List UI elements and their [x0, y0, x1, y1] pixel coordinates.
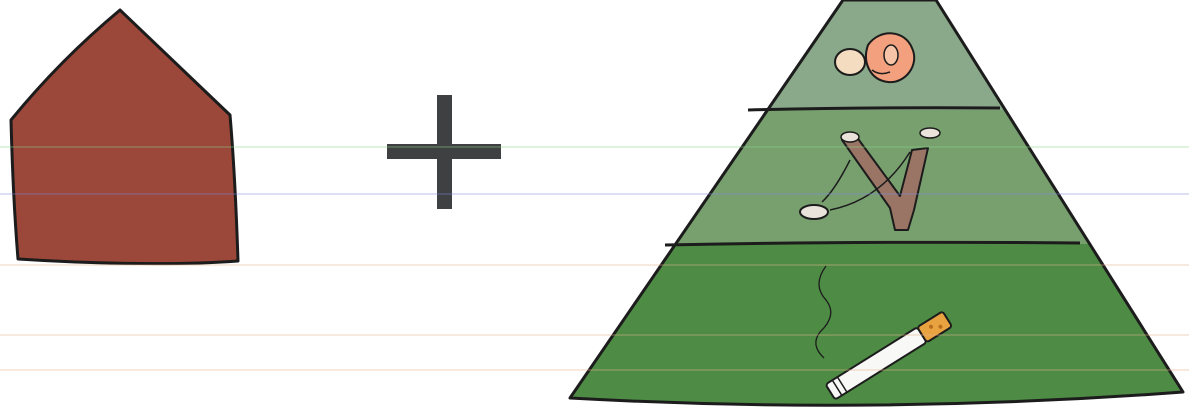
plus-sign	[387, 95, 501, 209]
pentagon-body	[11, 10, 238, 264]
pyramid-tier-bottom	[560, 244, 1189, 411]
pyramid	[560, 0, 1189, 411]
plus-vertical-bar	[437, 95, 452, 209]
pentagon-shape	[11, 10, 238, 264]
